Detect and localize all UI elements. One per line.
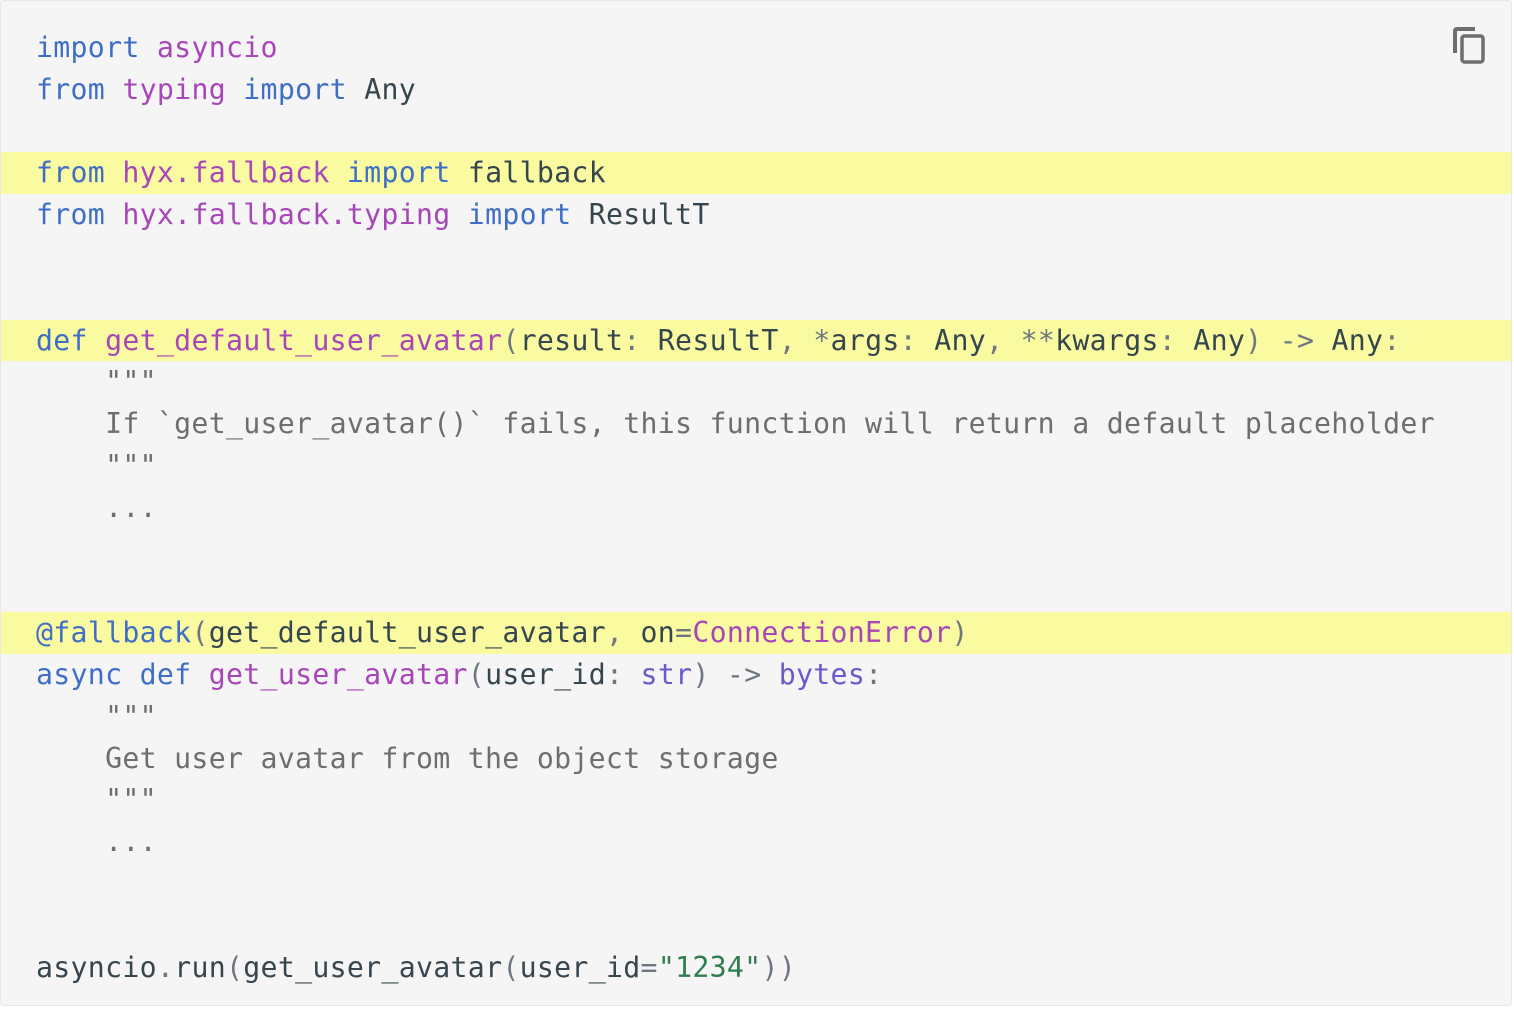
identifier: get_user_avatar	[243, 950, 503, 984]
keyword: from	[36, 156, 106, 190]
code-line-7	[1, 278, 1511, 320]
punctuation: (	[191, 616, 209, 650]
code-line-3	[1, 111, 1511, 153]
punctuation: (	[502, 323, 520, 357]
code-line-13	[1, 529, 1511, 571]
code-line-14	[1, 570, 1511, 612]
punctuation: :	[899, 323, 917, 357]
punctuation: :	[1383, 323, 1401, 357]
arrow-operator: ->	[1279, 323, 1315, 357]
keyword: from	[36, 72, 106, 106]
punctuation: :	[865, 657, 883, 691]
keyword: def	[139, 657, 192, 691]
operator: *	[813, 323, 831, 357]
class-name: ConnectionError	[692, 616, 952, 650]
copy-icon	[1453, 27, 1485, 64]
type-name: Any	[1193, 323, 1246, 357]
code-line-4-highlighted: from hyx.fallback import fallback	[1, 152, 1511, 195]
code-line-12: ...	[36, 490, 157, 524]
keyword: import	[243, 72, 347, 106]
code-line-9: """	[36, 365, 157, 399]
punctuation: :	[605, 657, 624, 691]
code-line-10: If `get_user_avatar()` fails, this funct…	[36, 407, 1435, 441]
code-line-17: """	[36, 699, 157, 733]
identifier: ResultT	[588, 198, 710, 232]
parameter: on	[640, 616, 676, 650]
identifier: asyncio	[36, 950, 157, 984]
punctuation: (	[502, 950, 520, 984]
code-line-1: import asyncio	[1, 27, 1511, 69]
parameter: user_id	[519, 950, 641, 984]
builtin-type: bytes	[778, 657, 866, 691]
parameter: kwargs	[1055, 323, 1159, 357]
code-line-21	[1, 863, 1511, 905]
code-line-5: from hyx.fallback.typing import ResultT	[1, 194, 1511, 236]
module-name: hyx.fallback.typing	[122, 198, 451, 232]
code-line-15-highlighted: @fallback(get_default_user_avatar, on=Co…	[1, 612, 1511, 654]
module-name: asyncio	[156, 31, 278, 64]
code-line-18: Get user avatar from the object storage	[36, 741, 779, 775]
parameter: user_id	[485, 657, 606, 691]
operator: =	[640, 950, 658, 984]
code-line-16: async def get_user_avatar(user_id: str) …	[1, 654, 1511, 696]
keyword: import	[346, 156, 451, 190]
code-line-8-highlighted: def get_default_user_avatar(result: Resu…	[1, 319, 1511, 362]
punctuation: .	[156, 950, 175, 984]
operator: **	[1020, 323, 1056, 357]
code-line-20: ...	[36, 825, 157, 859]
parameter: args	[830, 323, 900, 357]
punctuation: (	[226, 950, 244, 984]
identifier: fallback	[467, 156, 606, 190]
code-line-6	[1, 236, 1511, 278]
code-content: import asyncio from typing import Any fr…	[1, 27, 1511, 988]
identifier: run	[174, 950, 226, 984]
type-name: ResultT	[657, 323, 779, 357]
copy-button[interactable]	[1447, 23, 1491, 67]
code-line-23: asyncio.run(get_user_avatar(user_id="123…	[1, 947, 1511, 989]
module-name: typing	[122, 72, 226, 106]
punctuation: ,	[605, 616, 624, 650]
code-line-11: """	[36, 448, 157, 482]
parameter: result	[519, 323, 624, 357]
operator: =	[675, 616, 693, 650]
code-line-19: """	[36, 783, 157, 817]
punctuation: )	[692, 657, 710, 691]
punctuation: )	[761, 950, 779, 984]
module-name: hyx.fallback	[122, 156, 330, 190]
function-name: get_default_user_avatar	[105, 323, 503, 357]
builtin-type: str	[640, 657, 693, 691]
keyword: from	[36, 198, 106, 232]
punctuation: :	[623, 323, 641, 357]
identifier: Any	[364, 72, 416, 106]
identifier: get_default_user_avatar	[208, 616, 606, 650]
punctuation: )	[778, 950, 796, 984]
keyword: import	[467, 198, 572, 232]
code-line-22	[1, 905, 1511, 947]
punctuation: )	[1245, 323, 1263, 357]
punctuation: )	[951, 616, 969, 650]
code-line-2: from typing import Any	[1, 69, 1511, 111]
function-name: get_user_avatar	[208, 657, 468, 691]
punctuation: ,	[778, 323, 796, 357]
keyword: import	[36, 31, 140, 64]
keyword: def	[36, 323, 88, 357]
string-literal: "1234"	[657, 950, 762, 984]
arrow-operator: ->	[726, 657, 762, 691]
type-name: Any	[1331, 323, 1384, 357]
punctuation: ,	[986, 323, 1004, 357]
decorator: @fallback	[36, 616, 192, 650]
punctuation: :	[1158, 323, 1177, 357]
keyword: async	[36, 657, 123, 691]
type-name: Any	[934, 323, 986, 357]
punctuation: (	[467, 657, 486, 691]
